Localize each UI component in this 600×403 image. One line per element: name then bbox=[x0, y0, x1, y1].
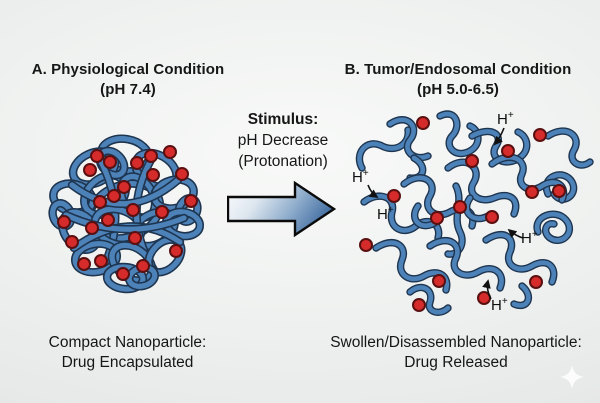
panel-a-subtitle: (pH 7.4) bbox=[100, 81, 156, 98]
proton-arrow-icon bbox=[507, 228, 524, 239]
proton-pointer-arrows bbox=[367, 127, 524, 300]
caption-a: Compact Nanoparticle: Drug Encapsulated bbox=[25, 333, 230, 373]
panel-b-title-block: B. Tumor/Endosomal Condition (pH 5.0-6.5… bbox=[332, 60, 584, 100]
caption-b: Swollen/Disassembled Nanoparticle: Drug … bbox=[320, 333, 592, 373]
caption-b-line1: Swollen/Disassembled Nanoparticle: bbox=[330, 334, 582, 351]
polymer-tangle bbox=[49, 135, 201, 290]
swollen-nanoparticle-illustration bbox=[352, 106, 600, 324]
proton-label: H+ bbox=[521, 229, 538, 247]
panel-b-subtitle: (pH 5.0-6.5) bbox=[416, 81, 500, 98]
proton-label: H+ bbox=[352, 168, 369, 186]
proton-label: H+ bbox=[377, 205, 394, 223]
caption-a-line1: Compact Nanoparticle: bbox=[48, 334, 207, 351]
panel-a-title-block: A. Physiological Condition (pH 7.4) bbox=[18, 60, 238, 100]
stimulus-text-block: Stimulus: pH Decrease (Protonation) bbox=[211, 109, 355, 172]
stimulus-line2: (Protonation) bbox=[238, 153, 328, 170]
proton-arrow-icon bbox=[493, 127, 505, 146]
stimulus-heading: Stimulus: bbox=[247, 111, 319, 128]
stimulus-arrow bbox=[227, 180, 337, 238]
proton-arrow-icon bbox=[367, 184, 379, 198]
caption-b-line2: Drug Released bbox=[404, 354, 508, 371]
stimulus-line1: pH Decrease bbox=[237, 132, 329, 149]
proton-label: H+ bbox=[491, 296, 508, 314]
encapsulated-drug-dots bbox=[57, 145, 198, 281]
caption-a-line2: Drug Encapsulated bbox=[61, 354, 194, 371]
sparkle-icon bbox=[560, 365, 584, 389]
released-drug-dots bbox=[359, 116, 566, 312]
arrow-shape bbox=[227, 180, 337, 238]
proton-arrow-icon bbox=[482, 279, 492, 300]
proton-label: H+ bbox=[497, 110, 514, 128]
panel-a-title: A. Physiological Condition bbox=[31, 61, 225, 78]
disassembled-polymer-strands bbox=[359, 114, 590, 312]
compact-nanoparticle-illustration bbox=[44, 130, 206, 294]
panel-b-title: B. Tumor/Endosomal Condition bbox=[344, 61, 572, 78]
